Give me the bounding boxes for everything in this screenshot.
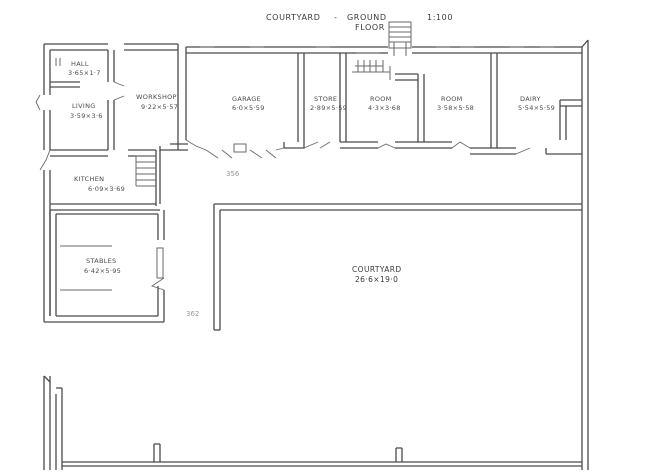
pencil-annotations: 356 362	[186, 170, 240, 318]
room-room2-dims: 3·58×5·58	[437, 104, 474, 112]
room-stables-dims: 6·42×5·95	[84, 267, 121, 275]
stables-walls	[44, 210, 165, 323]
room-dairy-dims: 5·54×5·59	[518, 104, 555, 112]
room-room1-name: ROOM	[370, 95, 392, 103]
south-range-walls	[43, 375, 582, 470]
courtyard-name: COURTYARD	[352, 265, 402, 274]
room-hall-dims: 3·65×1·7	[68, 69, 101, 77]
room-kitchen-dims: 6·09×3·69	[88, 185, 125, 193]
room-room1-dims: 4·3×3·68	[368, 104, 401, 112]
title-dash: -	[334, 13, 338, 22]
room-workshop-name: WORKSHOP	[136, 93, 177, 101]
room-kitchen-name: KITCHEN	[74, 175, 104, 183]
north-range-partitions	[50, 44, 582, 150]
room-garage-dims: 6·0×5·59	[232, 104, 265, 112]
room-store-dims: 2·89×5·59	[310, 104, 347, 112]
room-labels: HALL 3·65×1·7 LIVING 3·59×3·6 WORKSHOP 9…	[68, 60, 555, 284]
north-range-doors	[35, 46, 554, 159]
room-dairy-name: DAIRY	[520, 95, 541, 103]
room-store-name: STORE	[314, 95, 337, 103]
courtyard-dims: 26·6×19·0	[355, 275, 398, 284]
room-workshop-dims: 9·22×5·57	[141, 103, 178, 111]
room-garage-name: GARAGE	[232, 95, 261, 103]
scale-label: 1:100	[427, 13, 453, 22]
plan-subtitle-line2: FLOOR	[355, 23, 385, 32]
room-living-name: LIVING	[72, 102, 96, 110]
room-room2-name: ROOM	[441, 95, 463, 103]
title-block: COURTYARD - GROUND FLOOR 1:100	[266, 13, 453, 32]
courtyard-walls	[213, 203, 582, 331]
room-stables-name: STABLES	[86, 257, 116, 265]
room-living-dims: 3·59×3·6	[70, 112, 103, 120]
annotation-mark-b: 362	[186, 310, 199, 318]
plan-title: COURTYARD	[266, 13, 320, 22]
annotation-mark-a: 356	[226, 170, 240, 178]
entrance-steps	[388, 21, 412, 56]
room-hall-name: HALL	[71, 60, 89, 68]
plan-subtitle-line1: GROUND	[347, 13, 387, 22]
kitchen-walls	[39, 149, 161, 211]
